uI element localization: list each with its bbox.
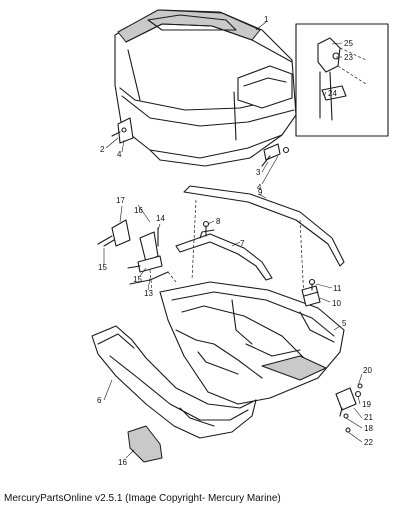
- part-label-16b: 16: [118, 458, 127, 467]
- part-label-24: 24: [328, 89, 337, 98]
- inset-detail: [295, 23, 389, 137]
- part-label-9: 9: [258, 188, 263, 197]
- part-label-4b: 4: [257, 183, 262, 192]
- pad-16: [127, 425, 163, 463]
- part-label-5: 5: [342, 319, 347, 328]
- part-label-3: 3: [256, 168, 261, 177]
- part-label-11: 11: [333, 284, 342, 293]
- latch-brackets: [111, 117, 290, 167]
- latch-assembly: [97, 219, 177, 291]
- part-label-6: 6: [97, 396, 102, 405]
- image-copyright-caption: MercuryPartsOnline v2.5.1 (Image Copyrig…: [4, 493, 281, 504]
- part-label-2: 2: [100, 145, 105, 154]
- bottom-cowl: [159, 281, 345, 405]
- latch-hardware: [335, 383, 363, 433]
- part-label-7: 7: [240, 239, 245, 248]
- leader-lines: [103, 21, 363, 459]
- part-label-13: 13: [144, 289, 153, 298]
- part-label-22: 22: [364, 438, 373, 447]
- part-label-20: 20: [363, 366, 372, 375]
- part-label-16: 16: [134, 206, 143, 215]
- part-label-10: 10: [332, 299, 341, 308]
- part-label-15: 15: [98, 263, 107, 272]
- part-label-17: 17: [116, 196, 125, 205]
- side-cowl-panel: [91, 325, 257, 439]
- part-label-15b: 15: [133, 275, 142, 284]
- clip-and-screw: [301, 278, 321, 307]
- part-label-23: 23: [344, 53, 353, 62]
- part-label-25: 25: [344, 39, 353, 48]
- brace-bracket: [175, 220, 273, 281]
- part-label-4: 4: [117, 150, 122, 159]
- top-cowl: [114, 9, 297, 167]
- part-number-labels: 1 25 23 24 2 4 3 4 9 8 7 17 16 14 15 15 …: [97, 15, 373, 467]
- part-label-14: 14: [156, 214, 165, 223]
- part-label-1: 1: [264, 15, 269, 24]
- part-label-21: 21: [364, 413, 373, 422]
- part-label-8: 8: [216, 217, 221, 226]
- part-label-19: 19: [362, 400, 371, 409]
- part-label-18: 18: [364, 424, 373, 433]
